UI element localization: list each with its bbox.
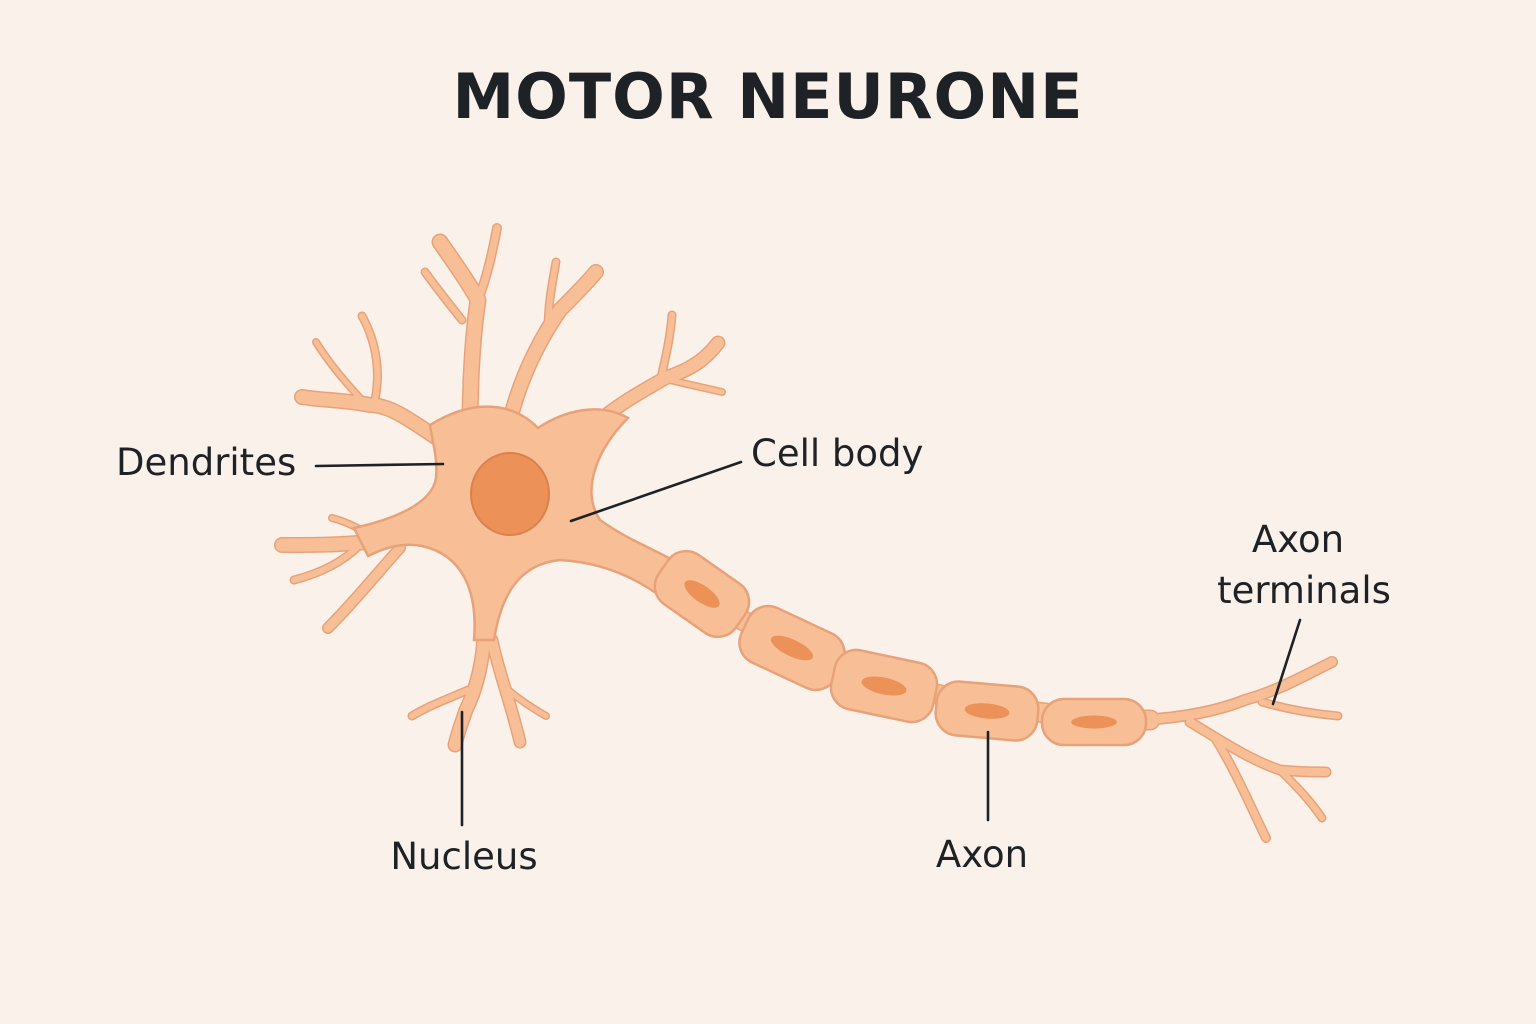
dendrite-lower-right: [487, 635, 525, 747]
dendrite-lower-right: [505, 687, 549, 719]
leader-lines: [314, 460, 1302, 827]
axon-terminal: [1211, 734, 1270, 842]
dendrites-label: Dendrites: [116, 441, 296, 484]
myelin-segment-5: [1040, 697, 1148, 747]
dendrite-right: [594, 337, 724, 426]
dendrite-left: [323, 543, 405, 633]
axon-label: Axon: [936, 833, 1028, 876]
nucleus-label: Nucleus: [390, 835, 537, 878]
dendrite-upper-left: [359, 313, 381, 403]
myelin-segment-3: [829, 648, 939, 724]
schwann-cell-nucleus: [861, 676, 907, 696]
schwann-cell-nucleus: [770, 635, 814, 661]
nucleus-shape: [470, 452, 550, 536]
dendrite-lower-left: [449, 624, 490, 751]
neuron: [274, 223, 1343, 843]
labels: Dendrites Cell body Axon terminals Nucle…: [116, 432, 1391, 878]
dendrites-leader-line: [314, 462, 445, 468]
schwann-cell-nucleus: [684, 580, 720, 608]
dendrite-lower-left: [409, 687, 471, 719]
axon-terminal: [1277, 767, 1325, 821]
axon-terminal: [1135, 657, 1337, 725]
axon-terminals-label-line2: terminals: [1217, 569, 1391, 612]
schwann-cell-nucleus: [1071, 715, 1117, 729]
dendrite-top-left: [422, 269, 465, 323]
dendrite-top-right: [545, 259, 559, 333]
axon-terminals-label-line1: Axon: [1252, 518, 1344, 561]
axon-terminal: [1259, 699, 1341, 719]
dendrite-right: [667, 377, 725, 395]
dendrite-top-left: [433, 235, 485, 432]
myelin-segment-1: [653, 549, 751, 639]
myelin-segment-4: [934, 680, 1040, 742]
dendrite-upper-left: [295, 390, 447, 447]
axon-terminals-leader-line: [1271, 618, 1302, 706]
dendrite-top-left: [474, 224, 501, 304]
cell-body-leader-line: [569, 460, 743, 523]
schwann-cell-nucleus: [964, 703, 1010, 719]
page-title: MOTOR NEURONE: [452, 60, 1083, 133]
dendrite-right: [657, 312, 675, 385]
dendrite-top-right: [503, 265, 603, 427]
dendrite-upper-left: [313, 339, 363, 401]
dendrite-left: [291, 542, 363, 583]
myelin-sheaths: [653, 549, 1148, 747]
cell-body-label: Cell body: [751, 432, 923, 475]
